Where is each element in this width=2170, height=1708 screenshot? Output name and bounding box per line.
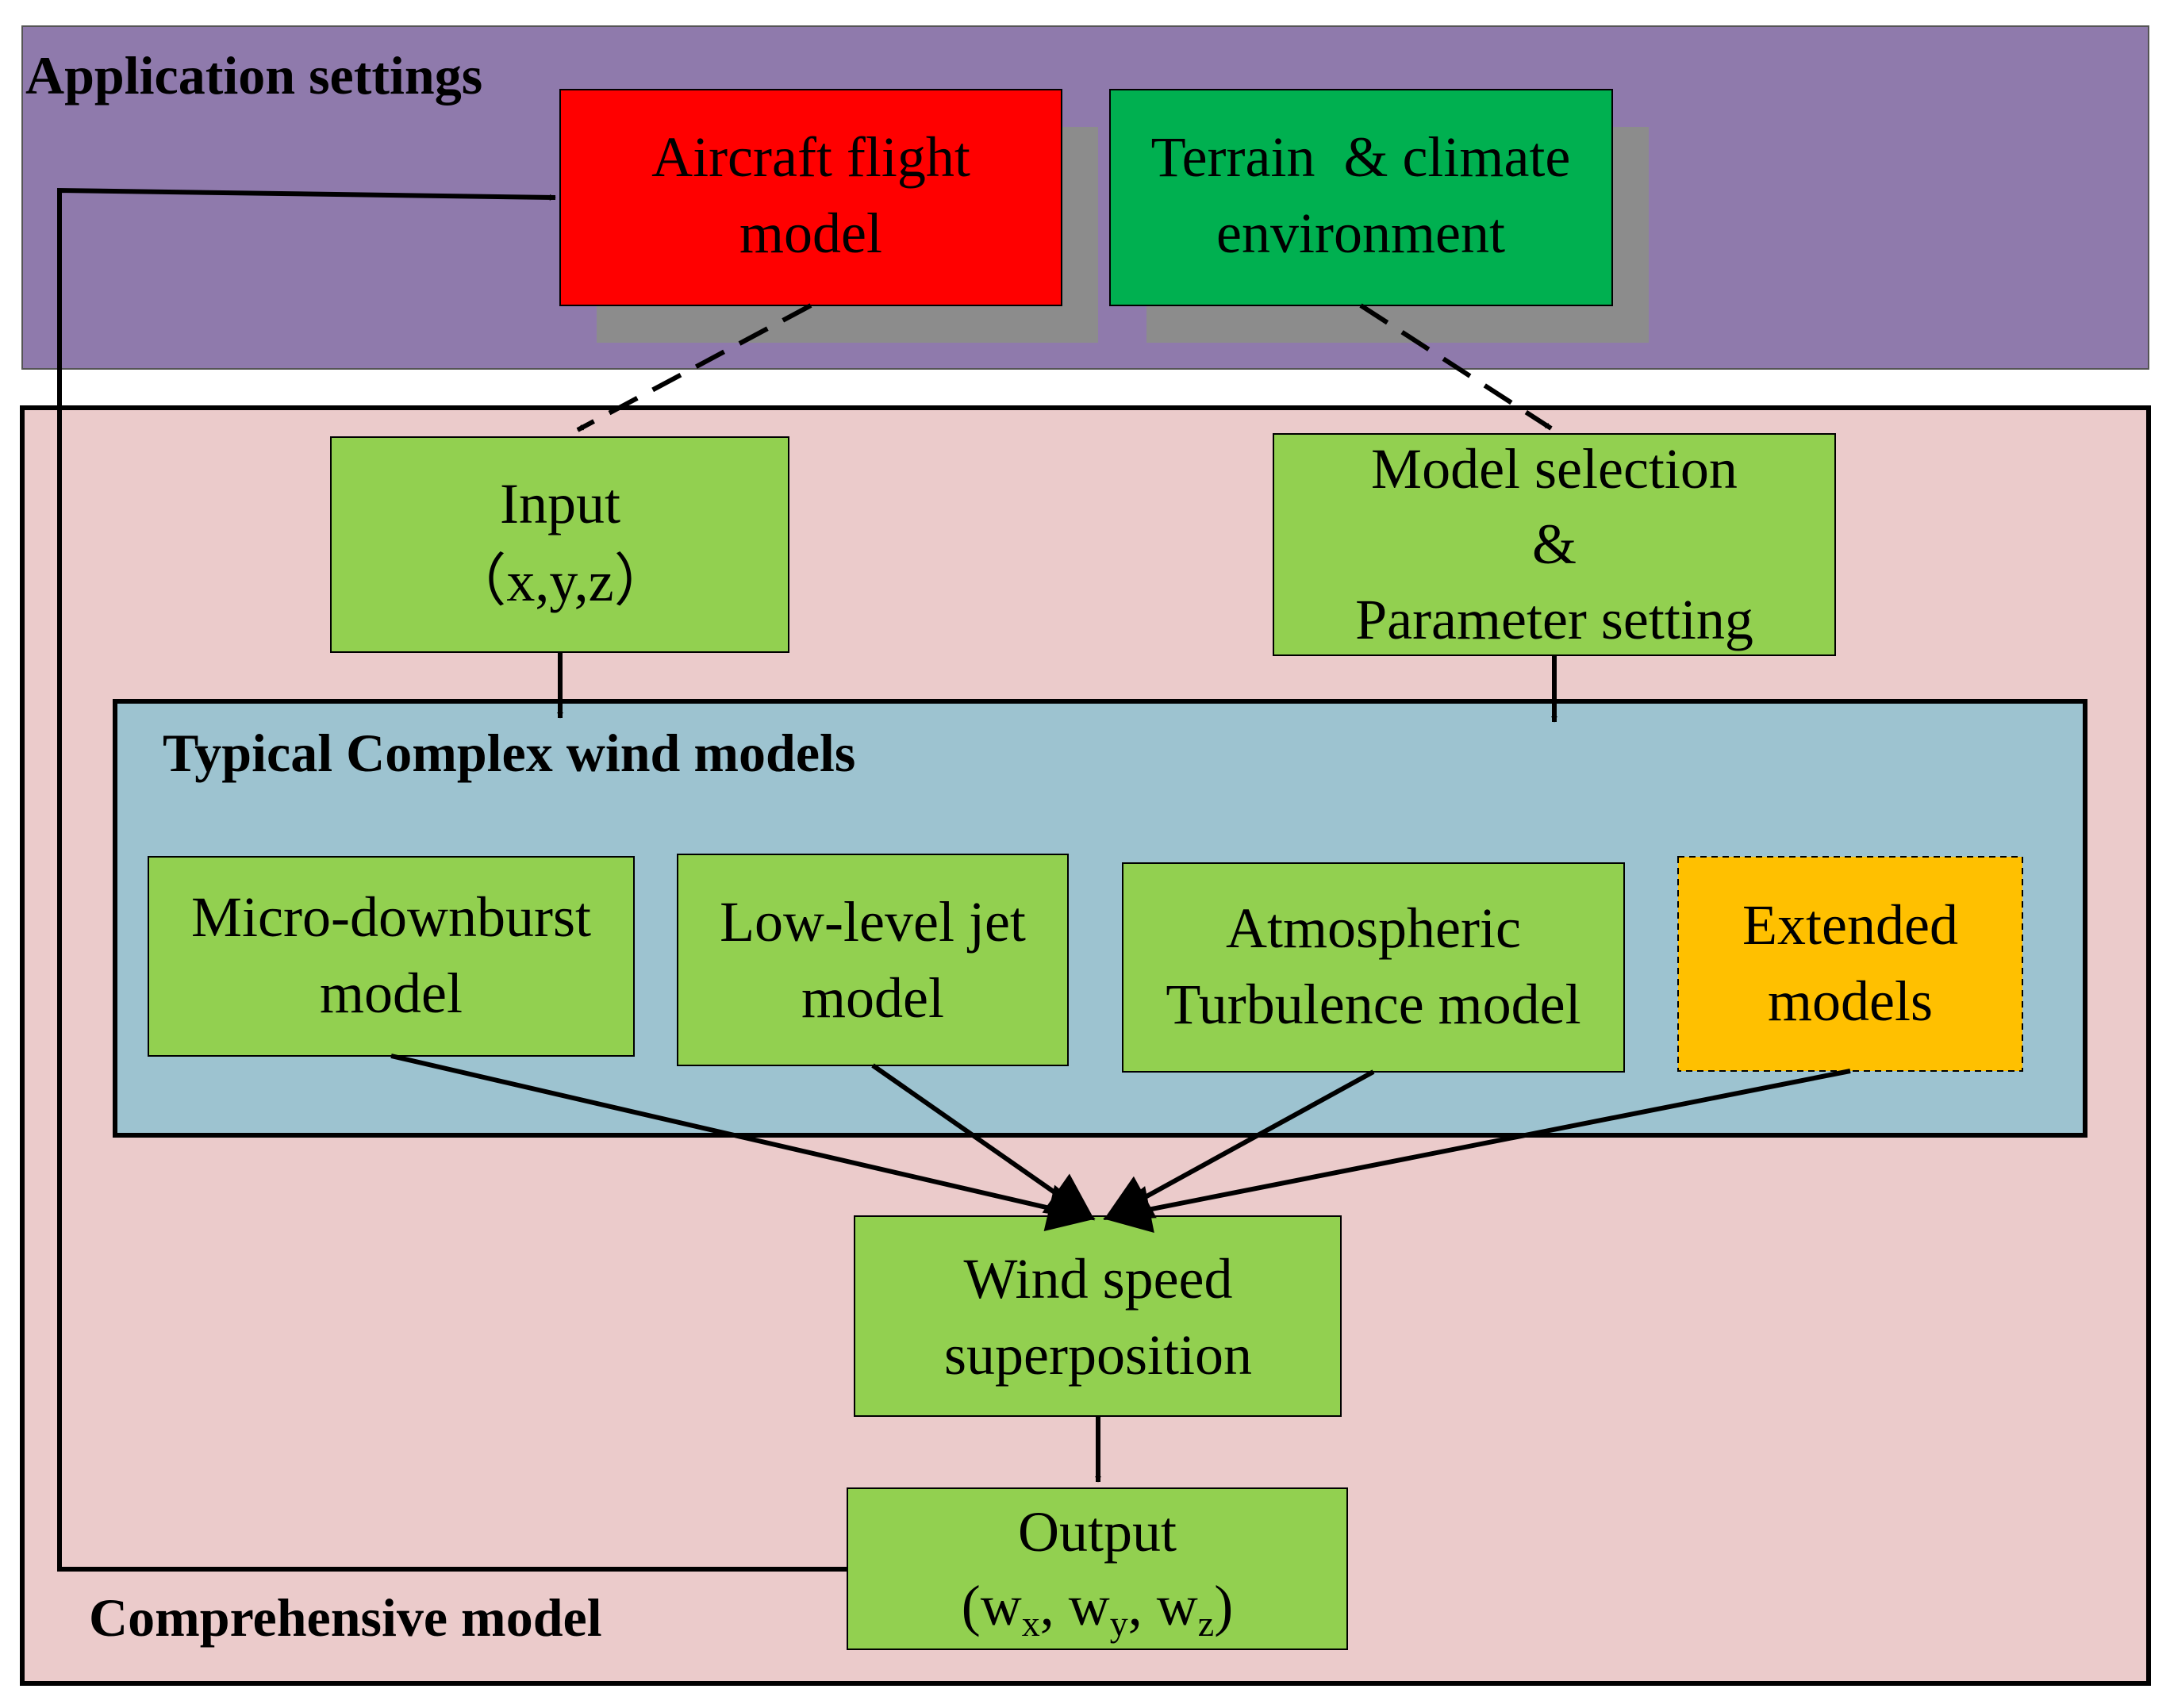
arrow-output-feedback-to-aircraft: [57, 187, 847, 1572]
aircraft-flight-model-node: Aircraft flight model: [559, 89, 1062, 306]
low-level-jet-box: [677, 854, 1069, 1066]
model-selection-line2: &: [1532, 512, 1577, 576]
aircraft-label-line2: model: [739, 202, 882, 265]
low-level-jet-line1: Low-level jet: [720, 890, 1026, 954]
input-box: [330, 436, 789, 653]
arrow-aircraft-to-input: [576, 303, 812, 432]
extended-models-line1: Extended: [1742, 893, 1958, 957]
application-settings-title: Application settings: [25, 45, 482, 106]
output-label-line1: Output: [1018, 1500, 1177, 1564]
output-close: ): [1214, 1574, 1233, 1637]
model-selection-box: [1273, 433, 1836, 656]
extended-models-box: [1677, 856, 2023, 1072]
arrow-micro-to-wind-speed: [390, 1054, 1096, 1232]
atmospheric-turbulence-box: [1122, 862, 1625, 1073]
wind-speed-line1: Wind speed: [963, 1247, 1232, 1311]
low-level-jet-node: Low-level jet model: [677, 854, 1069, 1066]
output-sub-y: y: [1110, 1603, 1128, 1644]
micro-downburst-line2: model: [320, 961, 463, 1025]
model-selection-line3: Parameter setting: [1355, 588, 1753, 651]
atmospheric-turbulence-node: Atmospheric Turbulence model: [1122, 862, 1625, 1073]
comprehensive-model-title: Comprehensive model: [89, 1587, 602, 1648]
low-level-jet-line2: model: [801, 966, 944, 1030]
micro-downburst-line1: Micro-downburst: [191, 885, 591, 949]
micro-downburst-node: Micro-downburst model: [148, 856, 635, 1057]
terrain-label-line1: Terrain & climate: [1151, 125, 1571, 189]
output-node: Output (wx, wy, wz): [847, 1487, 1348, 1650]
terrain-climate-box: [1109, 89, 1613, 306]
micro-downburst-box: [148, 856, 635, 1057]
extended-models-line2: models: [1768, 969, 1933, 1033]
wind-models-title: Typical Complex wind models: [163, 723, 855, 783]
extended-models-node: Extended models: [1677, 856, 2023, 1072]
input-label-line2: （x,y,z）: [449, 550, 670, 613]
output-open: (w: [962, 1574, 1022, 1637]
model-selection-line1: Model selection: [1371, 437, 1738, 501]
aircraft-label-line1: Aircraft flight: [651, 125, 970, 189]
atmospheric-turbulence-line1: Atmospheric: [1226, 896, 1521, 960]
output-sub-x: x: [1022, 1603, 1040, 1644]
arrow-terrain-to-model-selection: [1359, 303, 1553, 431]
wind-speed-superposition-node: Wind speed superposition: [854, 1215, 1342, 1417]
input-node: Input （x,y,z）: [330, 436, 789, 653]
terrain-climate-node: Terrain & climate environment: [1109, 89, 1613, 306]
aircraft-flight-model-box: [559, 89, 1062, 306]
arrow-extended-to-wind-speed: [1103, 1069, 1851, 1233]
model-selection-node: Model selection & Parameter setting: [1273, 433, 1836, 656]
output-box: [847, 1487, 1348, 1650]
input-label-line1: Input: [500, 472, 620, 535]
output-sep2: , w: [1128, 1574, 1198, 1637]
terrain-label-line2: environment: [1216, 202, 1505, 265]
atmospheric-turbulence-line2: Turbulence model: [1166, 973, 1580, 1036]
output-sep1: , w: [1040, 1574, 1110, 1637]
output-label-line2: (wx, wy, wz): [962, 1574, 1233, 1644]
arrow-lowlevel-to-wind-speed: [871, 1063, 1095, 1221]
wind-speed-superposition-box: [854, 1215, 1342, 1417]
wind-speed-line2: superposition: [944, 1323, 1252, 1387]
output-sub-z: z: [1198, 1603, 1214, 1644]
